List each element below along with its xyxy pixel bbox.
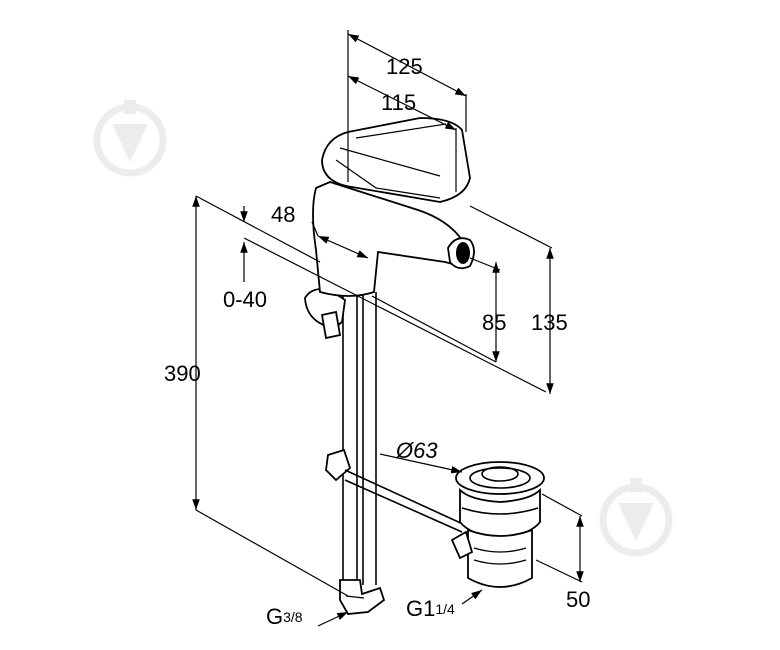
dim-width-spout: 115 [381,90,416,115]
dim-outlet-height: 85 [482,310,506,335]
dim-width-overall: 125 [386,54,423,79]
faucet-drawing [304,117,545,615]
dim-waste-diameter: Ø63 [395,438,438,463]
dim-waste-height: 50 [566,587,590,612]
dim-total-height: 390 [164,361,201,386]
dim-spout-offset: 48 [271,202,295,227]
waste-thread-size: 1/4 [435,601,455,617]
supply-thread-label: G3/8 [266,604,303,629]
waste-thread-label: G11/4 [406,596,455,621]
watermark-logo-left [93,100,167,177]
watermark-logo-right [599,478,673,557]
dim-lift-range: 0-40 [223,287,267,312]
dimension-lines [192,30,584,627]
supply-thread-g: G [266,604,283,629]
dim-spout-height: 135 [531,310,568,335]
supply-thread-size: 3/8 [283,609,303,625]
waste-thread-g: G1 [406,596,435,621]
